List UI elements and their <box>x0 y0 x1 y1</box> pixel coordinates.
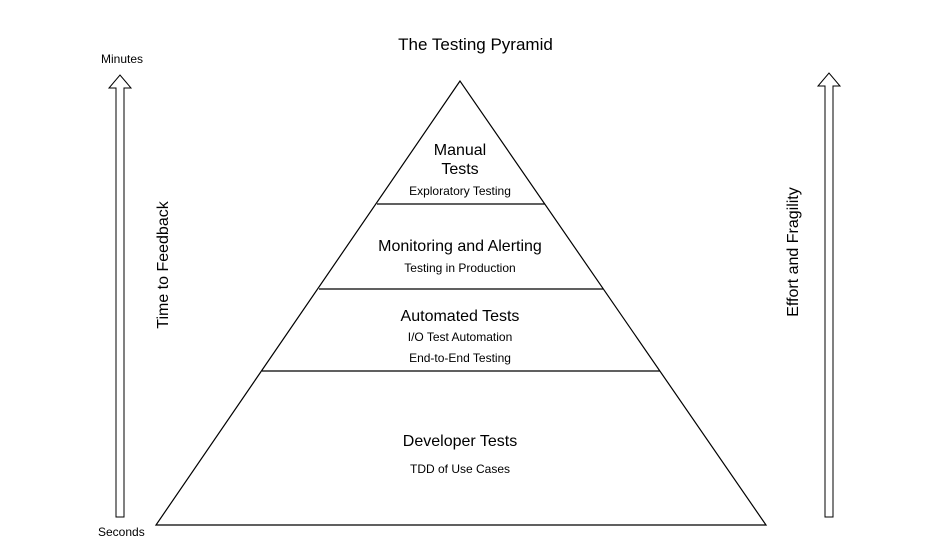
tier-monitoring-title: Monitoring and Alerting <box>378 238 542 255</box>
tier-manual-subtitle: Exploratory Testing <box>409 184 511 198</box>
tier-developer-subtitle: TDD of Use Cases <box>409 462 511 476</box>
tier-monitoring-subtitle: Testing in Production <box>404 261 516 275</box>
time-to-feedback-label: Time to Feedback <box>155 201 172 329</box>
seconds-label: Seconds <box>98 525 145 539</box>
effort-fragility-arrow <box>816 72 842 518</box>
time-to-feedback-arrow <box>107 74 133 518</box>
tier-automated-title: Automated Tests <box>400 308 520 325</box>
tier-automated-subtitle-2: End-to-End Testing <box>409 351 511 365</box>
tier-manual-title-line2: Tests <box>441 161 479 178</box>
effort-fragility-label: Effort and Fragility <box>785 187 802 317</box>
pyramid-outline <box>154 79 768 526</box>
tier-automated-subtitle-1: I/O Test Automation <box>407 330 513 344</box>
tier-manual-title-line1: Manual <box>433 142 487 159</box>
minutes-label: Minutes <box>101 52 144 66</box>
diagram-title: The Testing Pyramid <box>398 35 553 54</box>
tier-developer-title: Developer Tests <box>402 433 518 450</box>
